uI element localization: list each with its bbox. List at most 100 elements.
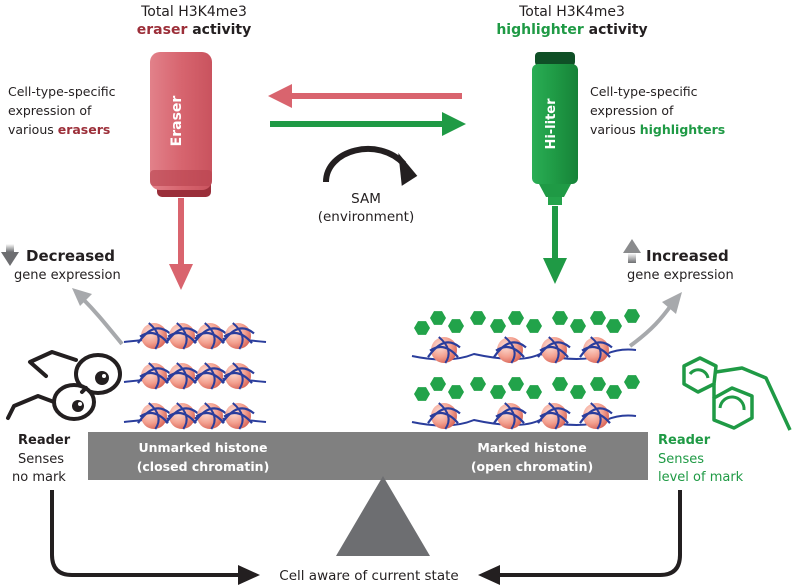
eraser-header-keyword: eraser (137, 22, 188, 38)
svg-text:various highlighters: various highlighters (590, 122, 725, 137)
eraser-down-arrow (169, 198, 193, 290)
mark-hexagon (448, 319, 464, 333)
eraser-label: Eraser (169, 96, 185, 147)
decreased-label: Decreased (26, 247, 115, 265)
reader-left-title: Reader (18, 433, 71, 448)
svg-text:various erasers: various erasers (8, 122, 110, 137)
decreased-gene-expression-label: gene expression (14, 268, 121, 283)
highlighter-header: Total H3K4me3 highlighter activity (496, 4, 647, 38)
nucleosome (165, 322, 199, 350)
nucleosome (221, 402, 255, 430)
sam-environment-label: (environment) (318, 209, 415, 225)
sam-label: SAM (351, 191, 381, 207)
reader-left-glasses-icon (6, 350, 122, 421)
mark-hexagon (508, 311, 524, 325)
nucleosome (537, 402, 571, 430)
seesaw-beam (88, 432, 648, 480)
mark-hexagon (590, 377, 606, 391)
mark-hexagon (526, 319, 542, 333)
nucleosome (493, 336, 527, 364)
nucleosome (137, 362, 171, 390)
svg-text:highlighter activity: highlighter activity (496, 22, 647, 38)
highlighter-header-keyword: highlighter (496, 22, 584, 38)
mark-hexagon (570, 319, 586, 333)
nucleosome (137, 322, 171, 350)
mark-hexagon (526, 385, 542, 399)
nucleosome (165, 362, 199, 390)
decreased-curved-arrow (72, 288, 124, 346)
reader-right-line2: level of mark (658, 470, 744, 485)
mark-hexagon (590, 311, 606, 325)
seesaw-fulcrum (336, 476, 430, 556)
nucleosome (193, 402, 227, 430)
mark-hexagon (606, 385, 622, 399)
svg-text:Cell-type-specific: Cell-type-specific (8, 84, 116, 99)
mark-hexagon (470, 377, 486, 391)
nucleosome (221, 322, 255, 350)
eraser-header-suffix: activity (187, 22, 251, 38)
mark-hexagon (606, 319, 622, 333)
reader-left-line2: no mark (12, 470, 66, 485)
reader-right-line1: Senses (658, 452, 704, 467)
eraser-expression-label: Cell-type-specific expression of various… (8, 84, 116, 137)
highlighter-expression-label: Cell-type-specific expression of various… (590, 84, 725, 137)
mark-hexagon (430, 311, 446, 325)
nucleosome (493, 402, 527, 430)
highlighter-header-line1: Total H3K4me3 (518, 4, 625, 20)
nucleosome (221, 362, 255, 390)
nucleosome (165, 402, 199, 430)
mark-hexagon (624, 309, 640, 323)
marked-chromatin (411, 336, 637, 430)
svg-text:Cell-type-specific: Cell-type-specific (590, 84, 698, 99)
mark-hexagon (490, 385, 506, 399)
highlighter-arrow (270, 112, 466, 136)
mark-hexagon (430, 377, 446, 391)
nucleosome (137, 402, 171, 430)
marked-histone-label: Marked histone (477, 440, 586, 455)
bottom-caption: Cell aware of current state (279, 568, 458, 584)
bottom-right-arrow (478, 490, 682, 585)
nucleosome (579, 402, 613, 430)
open-chromatin-label: (open chromatin) (471, 459, 593, 474)
mark-hexagon (624, 375, 640, 389)
svg-text:expression of: expression of (590, 103, 674, 118)
highlighter-icon: Hi-liter (532, 52, 578, 205)
mark-hexagon (470, 311, 486, 325)
mark-hexagon (552, 377, 568, 391)
svg-text:eraser activity: eraser activity (137, 22, 251, 38)
increased-gene-expression-label: gene expression (627, 268, 734, 283)
eraser-arrow (268, 84, 462, 108)
increased-label: Increased (646, 247, 729, 265)
decreased-down-arrow-icon (1, 244, 19, 266)
bottom-left-arrow (50, 490, 260, 585)
increased-up-arrow-icon (623, 239, 641, 263)
closed-chromatin-label: (closed chromatin) (137, 459, 270, 474)
mark-hexagon (570, 385, 586, 399)
nucleosome (579, 336, 613, 364)
increased-curved-arrow (628, 292, 682, 348)
eraser-icon: Eraser (150, 52, 212, 197)
mark-hexagon (490, 319, 506, 333)
mark-hexagon (414, 387, 430, 401)
nucleosome (193, 322, 227, 350)
svg-text:expression of: expression of (8, 103, 92, 118)
reader-left-line1: Senses (18, 452, 64, 467)
highliter-label: Hi-liter (544, 98, 559, 150)
nucleosome (427, 402, 461, 430)
sam-cycle-icon (323, 146, 418, 186)
nucleosome (427, 336, 461, 364)
histone-marks (414, 309, 640, 401)
reader-right-glasses-icon (682, 356, 792, 431)
unmarked-chromatin (123, 322, 267, 430)
eraser-header-line1: Total H3K4me3 (140, 4, 247, 20)
nucleosome (537, 336, 571, 364)
highlighter-down-arrow (543, 206, 567, 284)
mark-hexagon (552, 311, 568, 325)
mark-hexagon (414, 321, 430, 335)
highlighter-header-suffix: activity (584, 22, 648, 38)
eraser-header: Total H3K4me3 eraser activity (137, 4, 251, 38)
reader-right-title: Reader (658, 433, 711, 448)
mark-hexagon (508, 377, 524, 391)
nucleosome (193, 362, 227, 390)
unmarked-histone-label: Unmarked histone (139, 440, 268, 455)
